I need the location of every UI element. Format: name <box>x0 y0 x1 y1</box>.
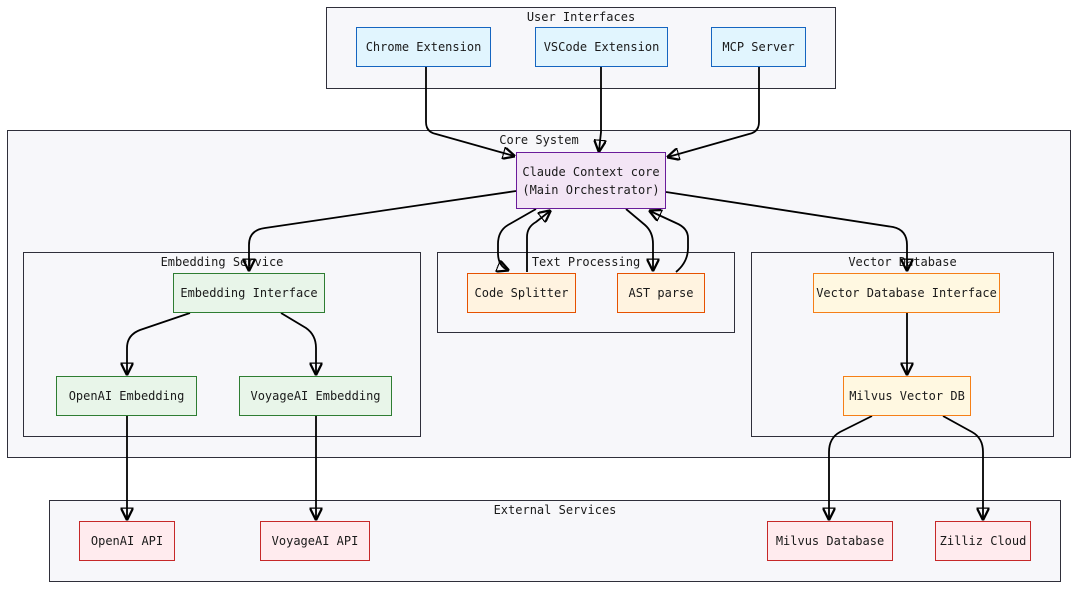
node-ast-parse[interactable]: AST parse <box>617 273 705 313</box>
edge-embedding-interface-to-openai-embedding <box>127 312 191 374</box>
edge-code-splitter-to-core <box>526 211 550 272</box>
node-milvus-database[interactable]: Milvus Database <box>767 521 893 561</box>
edge-milvus-vector-db-to-zilliz-cloud <box>942 415 983 519</box>
group-title-core-system: Core System <box>499 133 579 147</box>
edge-core-to-embedding-interface <box>249 190 517 270</box>
edge-ast-parse-to-core <box>650 211 689 273</box>
group-title-external-services: External Services <box>493 503 617 517</box>
edge-core-to-code-splitter <box>498 208 537 270</box>
node-milvus-vector-db[interactable]: Milvus Vector DB <box>843 376 971 416</box>
node-code-splitter[interactable]: Code Splitter <box>467 273 576 313</box>
node-vscode-extension[interactable]: VSCode Extension <box>535 27 668 67</box>
edge-core-to-ast-parse <box>625 208 653 270</box>
node-chrome-extension[interactable]: Chrome Extension <box>356 27 491 67</box>
edge-milvus-vector-db-to-milvus-database <box>829 415 873 519</box>
node-voyageai-embedding[interactable]: VoyageAI Embedding <box>239 376 392 416</box>
node-claude-context-core[interactable]: Claude Context core (Main Orchestrator) <box>516 152 666 209</box>
node-embedding-interface[interactable]: Embedding Interface <box>173 273 325 313</box>
group-title-text-processing: Text Processing <box>531 255 641 269</box>
node-voyageai-api[interactable]: VoyageAI API <box>260 521 370 561</box>
node-zilliz-cloud[interactable]: Zilliz Cloud <box>935 521 1031 561</box>
edge-mcp-server-to-core <box>668 67 760 157</box>
node-mcp-server[interactable]: MCP Server <box>711 27 806 67</box>
edge-core-to-vector-db-interface <box>665 191 907 270</box>
group-title-user-interfaces: User Interfaces <box>526 10 636 24</box>
edge-vscode-extension-to-core <box>599 67 601 151</box>
edge-embedding-interface-to-voyageai-embedding <box>280 312 316 374</box>
node-openai-api[interactable]: OpenAI API <box>79 521 175 561</box>
edge-chrome-extension-to-core <box>425 67 514 156</box>
node-vector-database-interface[interactable]: Vector Database Interface <box>813 273 1000 313</box>
node-openai-embedding[interactable]: OpenAI Embedding <box>56 376 197 416</box>
